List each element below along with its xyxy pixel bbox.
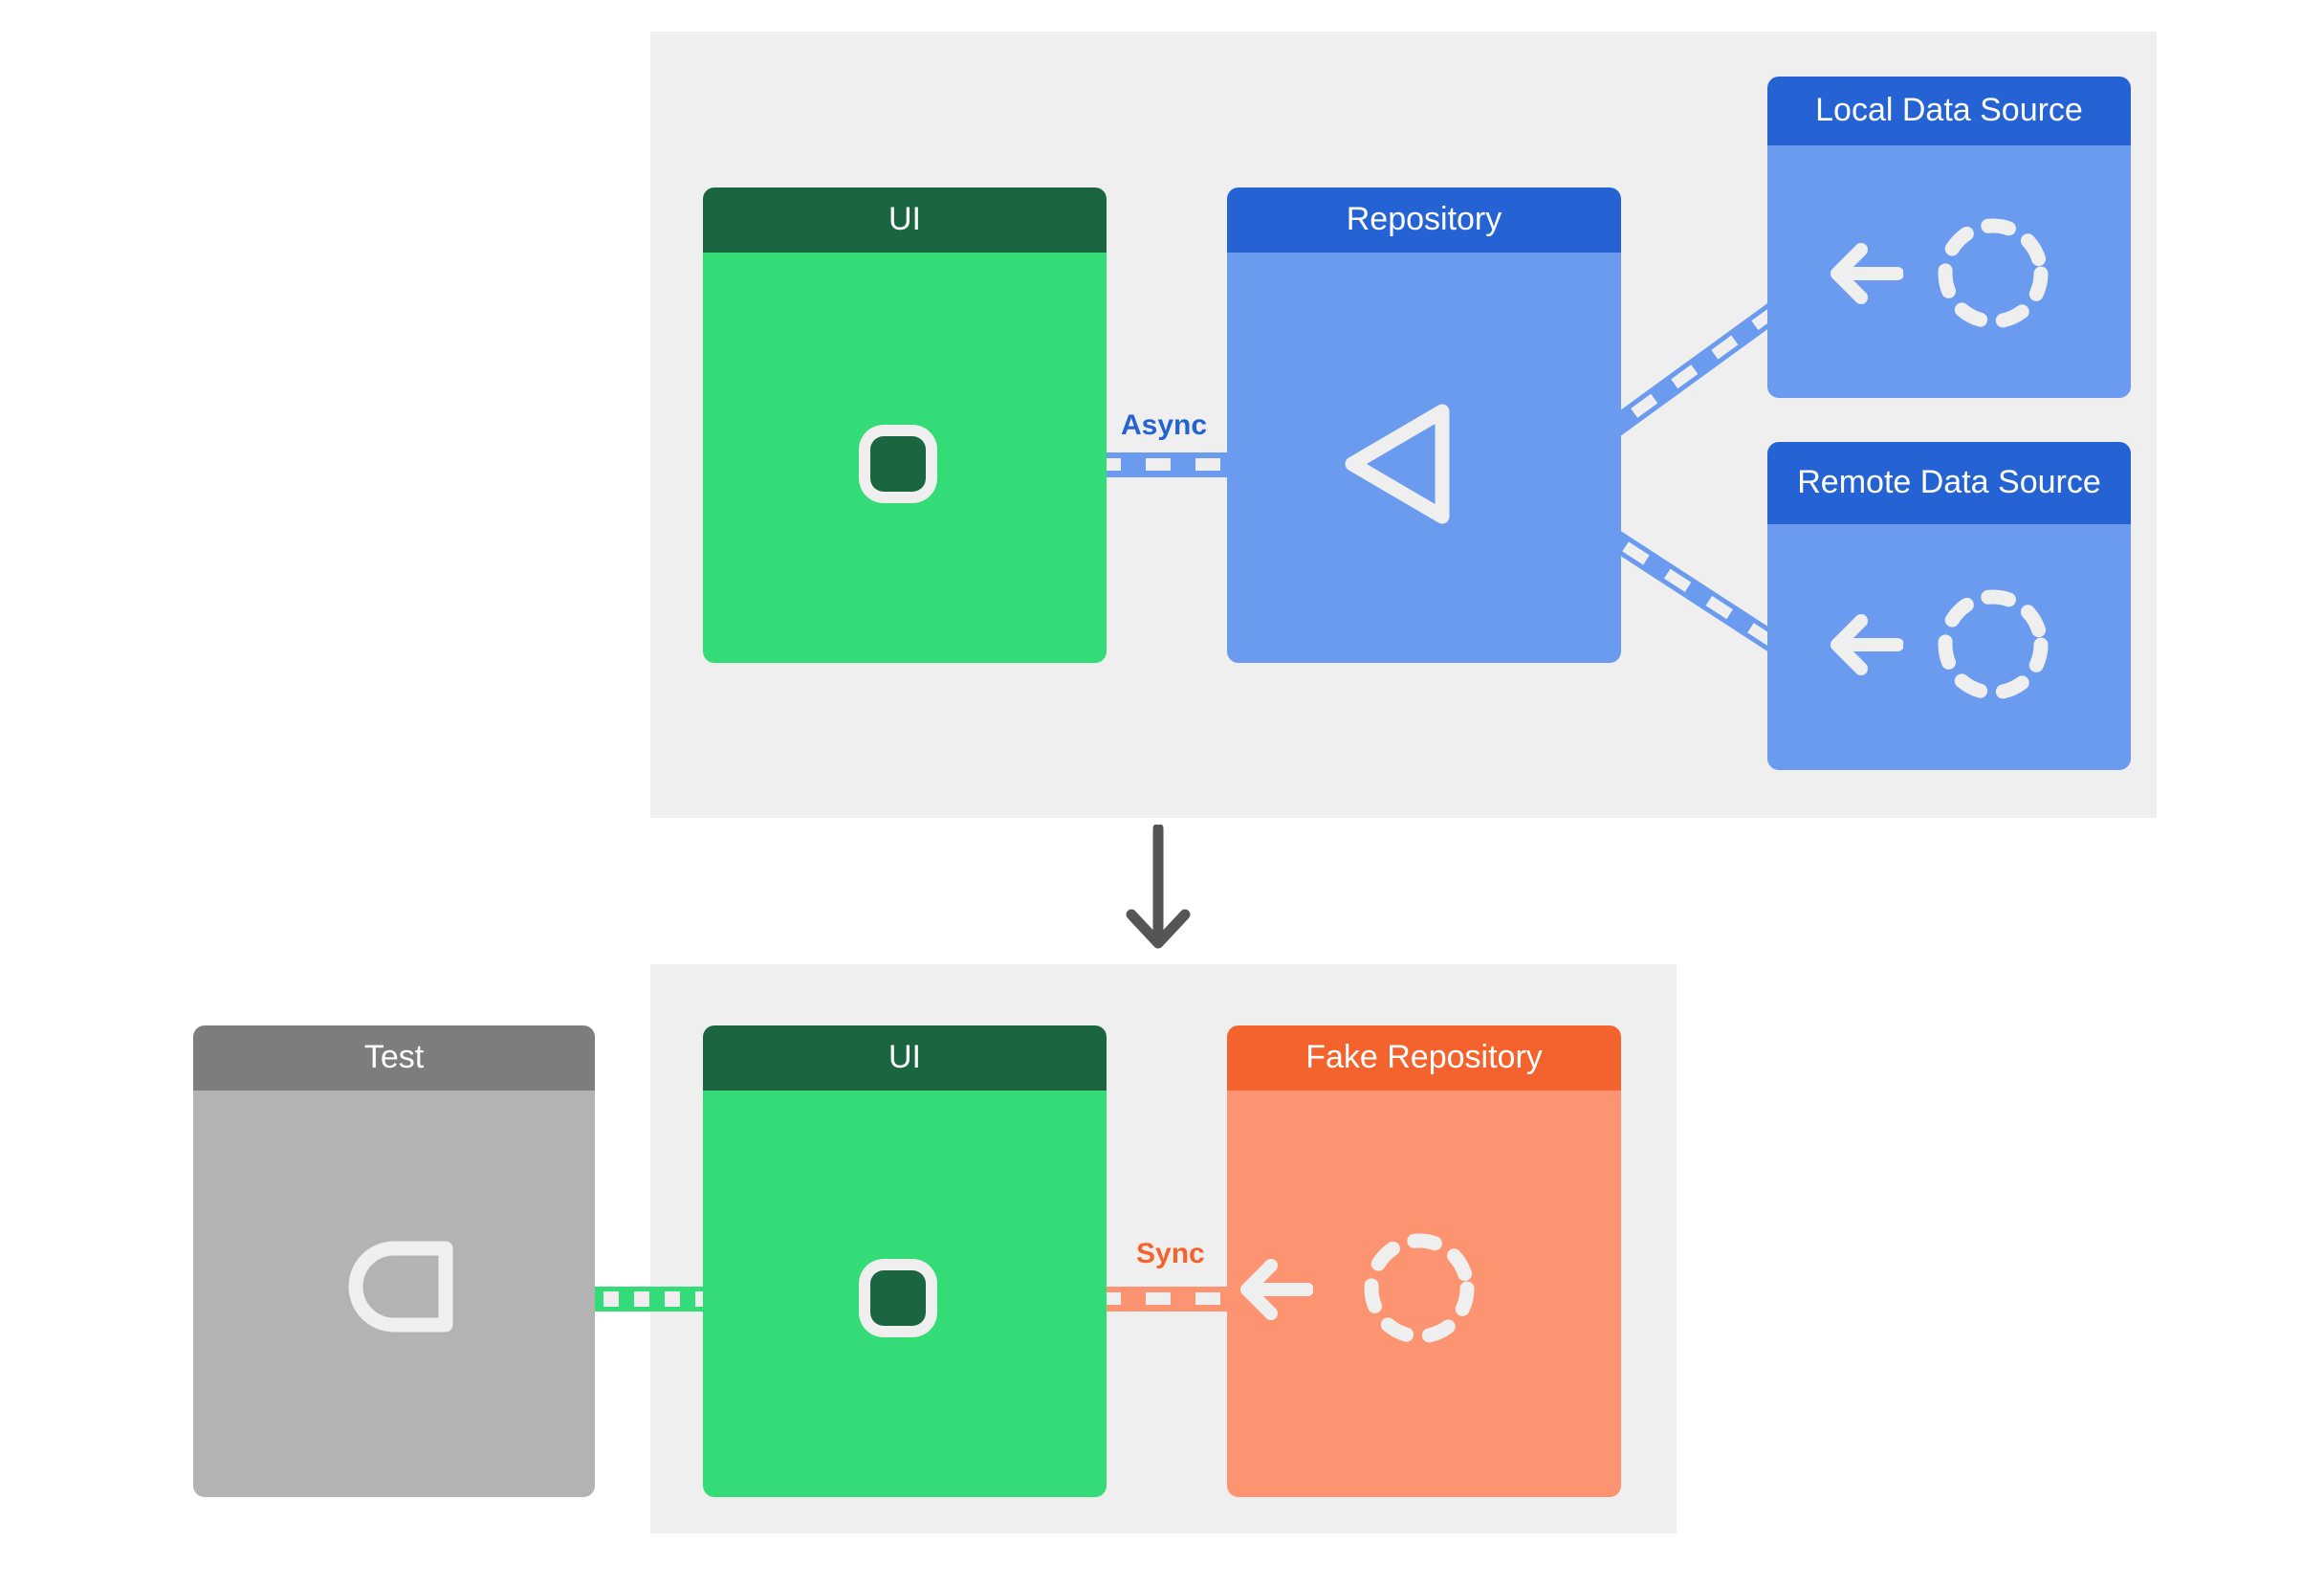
test-socket-icon	[348, 1241, 453, 1333]
dashed-ring-icon	[1938, 218, 2049, 329]
card-test-title: Test	[193, 1025, 595, 1091]
edge-label-async: Async	[1113, 406, 1216, 446]
card-repository-body	[1227, 253, 1621, 663]
card-test[interactable]: Test	[193, 1025, 595, 1497]
dashed-ring-icon	[1938, 589, 2049, 700]
card-test-body	[193, 1091, 595, 1497]
card-ui-test[interactable]: UI	[703, 1025, 1107, 1497]
card-fake-repository-title: Fake Repository	[1227, 1025, 1621, 1091]
card-local-data-source-title: Local Data Source	[1767, 77, 2131, 145]
edge-label-sync: Sync	[1129, 1234, 1213, 1274]
card-ui-production[interactable]: UI	[703, 187, 1107, 663]
arrow-down-icon	[1126, 825, 1191, 949]
rounded-square-widget-icon	[870, 1270, 926, 1326]
card-repository[interactable]: Repository	[1227, 187, 1621, 663]
merge-triangle-icon	[1345, 404, 1450, 524]
card-repository-title: Repository	[1227, 187, 1621, 253]
arrow-left-icon	[1831, 614, 1903, 675]
card-remote-data-source-title: Remote Data Source	[1767, 442, 2131, 524]
arrow-left-icon	[1240, 1259, 1313, 1320]
card-remote-data-source[interactable]: Remote Data Source	[1767, 442, 2131, 770]
rounded-square-widget-icon	[870, 436, 926, 492]
card-ui-production-title: UI	[703, 187, 1107, 253]
arrow-left-icon	[1831, 243, 1903, 304]
card-ui-test-title: UI	[703, 1025, 1107, 1091]
dashed-ring-icon	[1364, 1233, 1475, 1344]
